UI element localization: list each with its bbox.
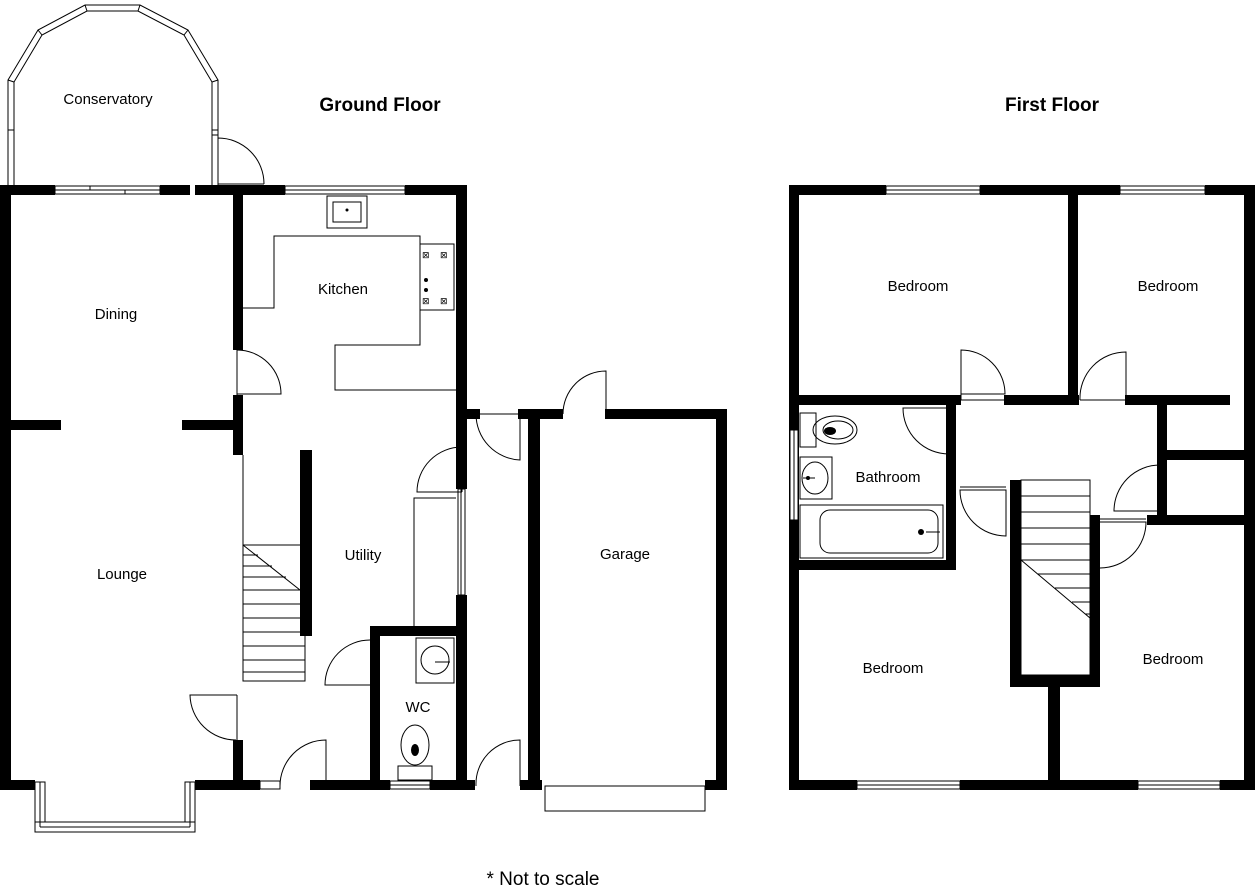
door	[279, 739, 327, 787]
staircase	[1020, 479, 1091, 676]
door	[1113, 464, 1162, 512]
wall	[405, 185, 467, 195]
garage-door	[544, 785, 706, 812]
bathroom-toilet	[799, 412, 858, 448]
wall	[233, 740, 243, 790]
door	[475, 739, 521, 787]
wall	[0, 780, 35, 790]
staircase	[242, 455, 306, 682]
door	[902, 407, 952, 455]
wall	[1090, 515, 1100, 687]
wall	[1220, 780, 1255, 790]
wall	[370, 626, 466, 636]
kitchen-sink	[326, 195, 368, 229]
scale-footnote: * Not to scale	[487, 869, 600, 890]
hob: ⊠ ⊠ ⊠ ⊠	[419, 243, 455, 311]
wall	[1048, 685, 1060, 785]
wall	[1125, 395, 1230, 405]
wall	[456, 185, 467, 489]
wall	[300, 450, 312, 636]
wall	[462, 409, 480, 419]
door	[236, 349, 282, 395]
wall	[233, 185, 243, 350]
bathtub	[799, 504, 944, 559]
svg-text:⊠: ⊠	[422, 251, 430, 261]
door	[1099, 518, 1147, 569]
wall	[430, 780, 475, 790]
svg-text:⊠: ⊠	[440, 251, 448, 261]
ground-floor-title: Ground Floor	[319, 95, 441, 116]
bay-window	[34, 781, 196, 833]
room-label-wc: WC	[406, 699, 431, 716]
wall	[1147, 515, 1255, 525]
wall	[11, 420, 61, 430]
wall	[980, 185, 1120, 195]
wall	[789, 185, 886, 195]
room-label-utility: Utility	[345, 547, 382, 564]
door	[562, 370, 607, 415]
conservatory-door	[217, 137, 265, 185]
first-floor-title: First Floor	[1005, 95, 1100, 116]
door	[960, 349, 1006, 401]
ground-floor-plan: ⊠ ⊠ ⊠ ⊠	[0, 4, 727, 833]
wall	[605, 409, 727, 419]
wall	[182, 420, 237, 430]
room-label-bedroom: Bedroom	[1138, 278, 1199, 295]
door	[324, 639, 371, 686]
wall	[946, 405, 956, 570]
wall	[310, 780, 390, 790]
wall	[716, 409, 727, 790]
wall	[160, 185, 190, 195]
wall	[528, 409, 540, 790]
svg-text:⊠: ⊠	[440, 297, 448, 307]
room-label-bedroom: Bedroom	[863, 660, 924, 677]
room-label-bathroom: Bathroom	[855, 469, 920, 486]
wall	[456, 595, 467, 790]
door	[416, 446, 463, 493]
first-floor-plan	[789, 185, 1255, 790]
wall	[789, 560, 956, 570]
wall	[1205, 185, 1255, 195]
wall	[1010, 675, 1100, 687]
room-label-bedroom: Bedroom	[888, 278, 949, 295]
wall	[233, 395, 243, 455]
wall	[195, 780, 260, 790]
door	[1079, 351, 1127, 401]
room-label-garage: Garage	[600, 546, 650, 563]
room-label-conservatory: Conservatory	[63, 91, 153, 108]
wall	[789, 395, 961, 405]
bathroom-basin	[799, 456, 833, 500]
room-label-lounge: Lounge	[97, 566, 147, 583]
wall	[1244, 185, 1255, 790]
wall	[1068, 185, 1078, 405]
room-label-dining: Dining	[95, 306, 138, 323]
window	[259, 780, 281, 790]
wall	[1160, 450, 1250, 460]
door	[475, 413, 521, 461]
wc-basin	[415, 637, 455, 684]
wall	[789, 780, 857, 790]
wall	[1010, 480, 1021, 687]
wall	[0, 185, 11, 790]
wall	[0, 185, 55, 195]
door	[189, 694, 238, 741]
wc-toilet	[397, 724, 433, 781]
door	[959, 486, 1007, 537]
room-label-bedroom: Bedroom	[1143, 651, 1204, 668]
wall	[1004, 395, 1079, 405]
svg-text:⊠: ⊠	[422, 297, 430, 307]
wall	[518, 409, 563, 419]
wall	[705, 780, 727, 790]
room-label-kitchen: Kitchen	[318, 281, 368, 298]
wall	[370, 626, 380, 790]
